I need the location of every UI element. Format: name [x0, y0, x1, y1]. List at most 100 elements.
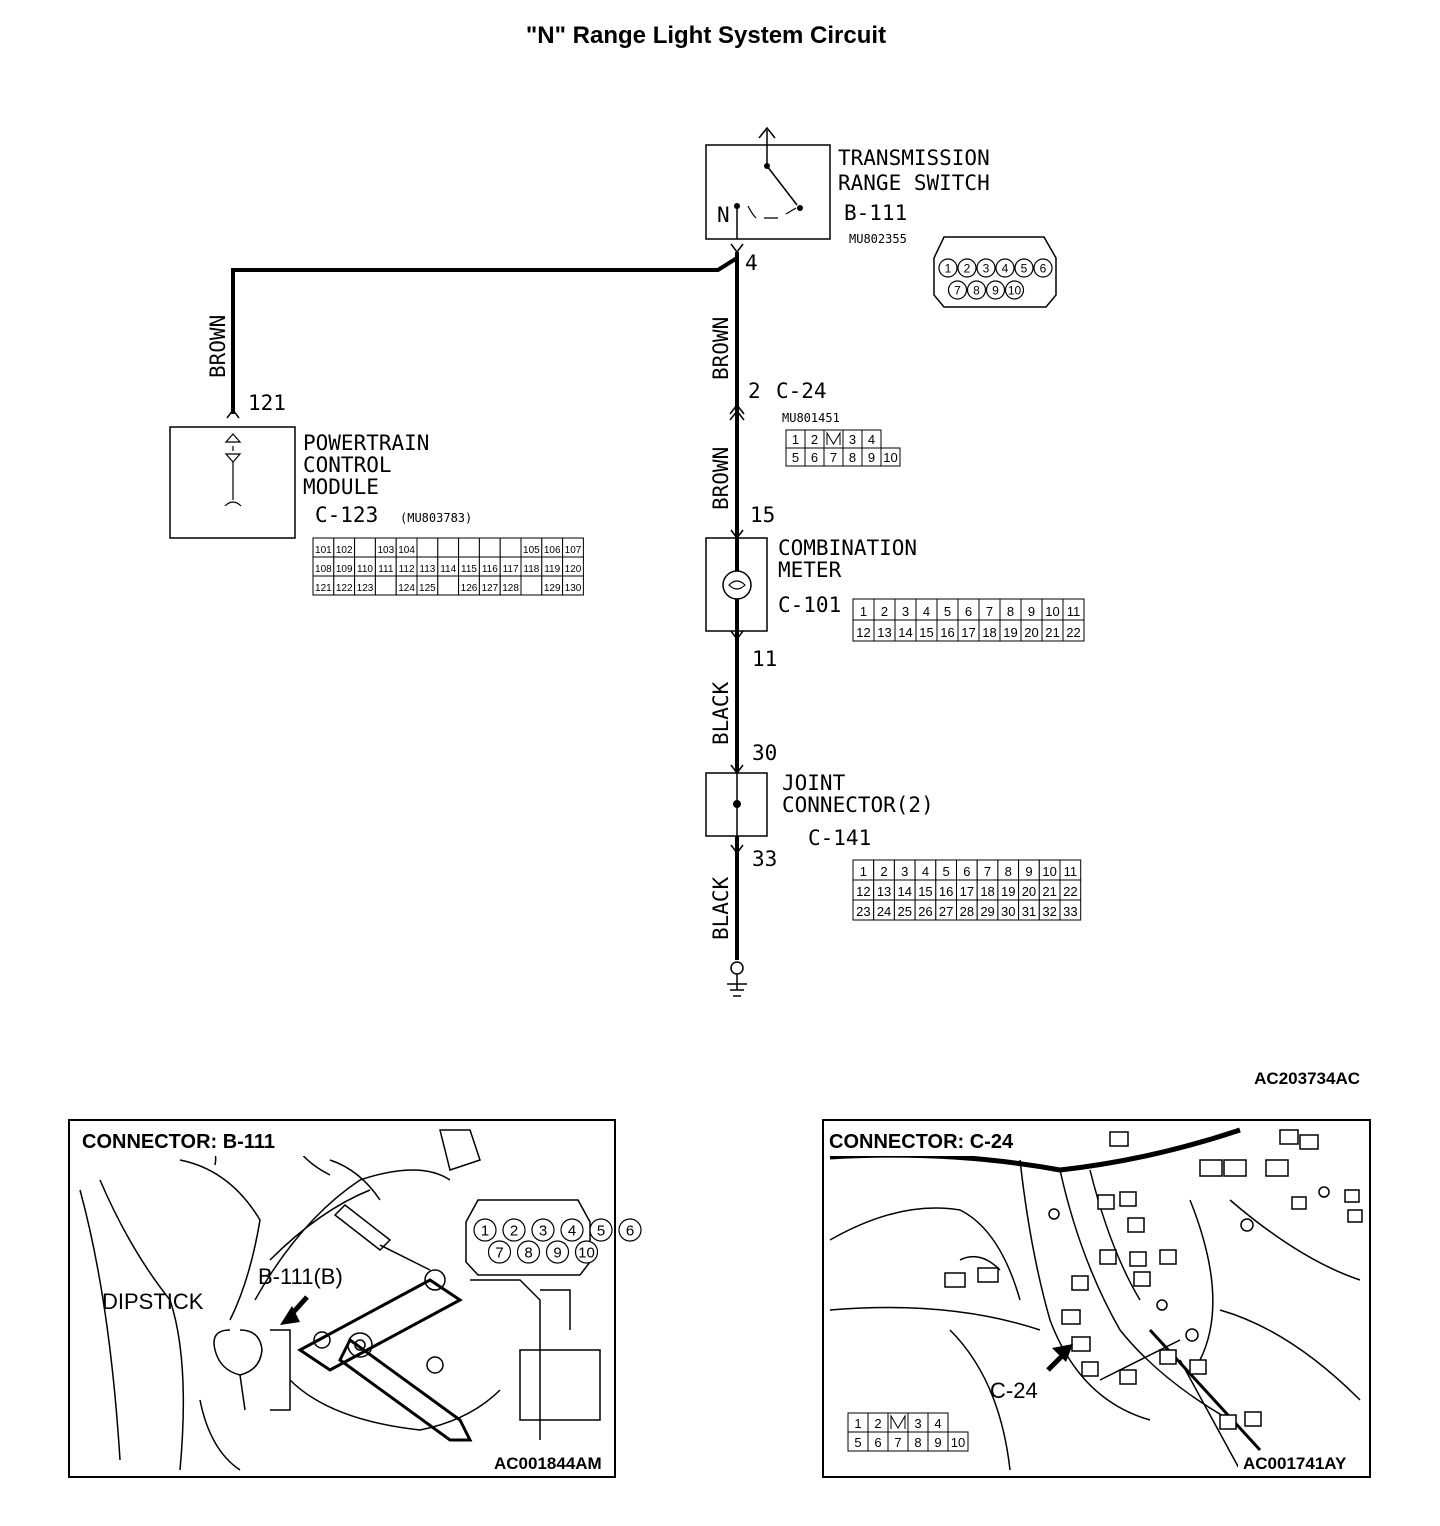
pin-number: 8: [914, 1435, 921, 1450]
black-wire-label-lower: BLACK: [709, 876, 733, 940]
c24-callout: C-24: [990, 1378, 1038, 1403]
pin-number: 8: [849, 450, 856, 465]
pin-number: 5: [944, 604, 951, 619]
pin-number: 27: [939, 904, 953, 919]
pin-cell: [1059, 899, 1082, 921]
pin-number: 3: [539, 1222, 547, 1239]
pin-number: 25: [898, 904, 912, 919]
pin-circle: [618, 1218, 642, 1242]
pin-cell: [880, 447, 901, 467]
pin-number: 4: [868, 432, 875, 447]
pin-number: 21: [1042, 884, 1056, 899]
pin-number: 111: [378, 564, 394, 575]
pin-number: 2: [964, 261, 971, 275]
pin-number: 107: [565, 545, 582, 556]
pin-4-label: 4: [745, 251, 758, 275]
pin-number: 21: [1045, 625, 1059, 640]
pin-number: 102: [336, 545, 353, 556]
pin-number: 32: [1042, 904, 1056, 919]
c24-part-number: MU801451: [782, 411, 840, 425]
pin-number: 6: [1040, 261, 1047, 275]
pcm-pin-121-label: 121: [248, 391, 286, 415]
pin-number: 7: [954, 283, 961, 297]
pin-number: 7: [986, 604, 993, 619]
pin-number: 3: [901, 864, 908, 879]
pin-circle: [957, 258, 977, 278]
key-mark: [826, 431, 841, 445]
pin-circle: [589, 1218, 613, 1242]
pin-number: 15: [919, 625, 933, 640]
meter-pin-11-label: 11: [752, 647, 777, 671]
pin-number: 1: [945, 261, 952, 275]
pin-number: 2: [874, 1416, 881, 1431]
pin-number: 130: [565, 583, 582, 594]
right-panel-code: AC001741AY: [1243, 1454, 1347, 1473]
pin-number: 2: [880, 864, 887, 879]
pin-number: 5: [597, 1222, 605, 1239]
pin-number: 112: [399, 564, 415, 575]
pin-number: 1: [860, 604, 867, 619]
pin-number: 126: [461, 583, 478, 594]
pin-number: 14: [898, 625, 912, 640]
pcm-name-line1: POWERTRAIN: [303, 431, 429, 455]
pin-number: 3: [849, 432, 856, 447]
pin-number: 7: [894, 1435, 901, 1450]
b111-callout: B-111(B): [258, 1264, 343, 1289]
pin-number: 1: [481, 1222, 489, 1239]
pin-number: 9: [1025, 864, 1032, 879]
pin-number: 7: [495, 1244, 503, 1261]
pin-number: 129: [544, 583, 561, 594]
pin-number: 5: [792, 450, 799, 465]
trs-name-line2: RANGE SWITCH: [838, 171, 990, 195]
transmission-range-switch: N TRANSMISSION RANGE SWITCH B-111 MU8023…: [705, 126, 1057, 308]
figure-code: AC203734AC: [1254, 1069, 1360, 1088]
pin-number: 121: [315, 583, 332, 594]
pin-number: 7: [984, 864, 991, 879]
trs-name-line1: TRANSMISSION: [838, 146, 990, 170]
pin-cell: [478, 537, 501, 558]
pcm-name-line3: MODULE: [303, 475, 379, 499]
pin-circle: [985, 280, 1006, 300]
pin-number: 118: [523, 564, 539, 575]
pin-number: 19: [1001, 884, 1015, 899]
c24-pin-label: 2: [748, 379, 761, 403]
meter-name-line2: METER: [778, 558, 842, 582]
pin-number: 120: [565, 564, 582, 575]
pin-number: 110: [357, 564, 373, 575]
pin-number: 10: [883, 450, 897, 465]
pin-number: 6: [811, 450, 818, 465]
dipstick-label: DIPSTICK: [102, 1289, 204, 1314]
pin-circle: [976, 258, 996, 278]
pin-number: 13: [877, 625, 891, 640]
pin-number: 5: [854, 1435, 861, 1450]
pin-number: 115: [461, 564, 477, 575]
pin-circle: [966, 280, 987, 300]
pin-circle: [516, 1240, 541, 1264]
pin-number: 29: [980, 904, 994, 919]
pin-number: 1: [792, 432, 799, 447]
pin-circle: [545, 1240, 570, 1264]
joint-connector-id: C-141: [808, 826, 871, 850]
meter-pin-15-label: 15: [750, 503, 775, 527]
pin-number: 113: [419, 564, 435, 575]
harness-connectors: [944, 1129, 1363, 1430]
pin-number: 8: [1005, 864, 1012, 879]
pin-number: 10: [951, 1435, 965, 1450]
left-panel-caption: CONNECTOR: B-111: [82, 1131, 275, 1153]
black-wire-label-upper: BLACK: [709, 681, 733, 745]
pin-number: 114: [440, 564, 456, 575]
powertrain-control-module: 121 POWERTRAIN CONTROL MODULE C-123 (MU8…: [169, 391, 584, 596]
pin-number: 11: [1064, 864, 1078, 879]
pin-number: 128: [502, 583, 519, 594]
pcm-name-line2: CONTROL: [303, 453, 392, 477]
pin-circle: [560, 1218, 584, 1242]
pin-number: 125: [419, 583, 436, 594]
pin-number: 10: [1042, 864, 1056, 879]
pin-number: 3: [983, 261, 990, 275]
